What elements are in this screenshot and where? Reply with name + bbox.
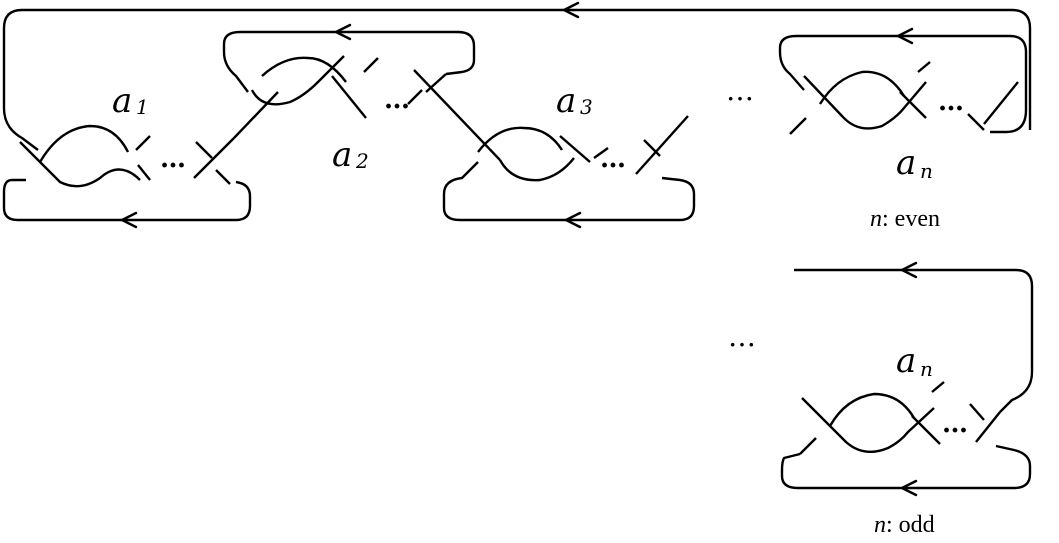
arrow-a2-top <box>333 23 352 41</box>
caption-even-var: n <box>870 206 882 232</box>
label-a1: a 1 <box>112 81 149 121</box>
caption-even-text: : even <box>882 206 940 232</box>
ellipsis-between: … <box>726 74 755 107</box>
an-even-over-arc <box>818 70 906 105</box>
a3-right-under <box>643 139 661 157</box>
a1-over-arc <box>19 141 141 188</box>
label-a3-base: a <box>556 81 576 121</box>
a2-over-arc <box>261 56 347 83</box>
twist-a3 <box>442 115 696 229</box>
a3-under-arc <box>498 157 575 182</box>
a3-right-cross <box>635 115 689 175</box>
an-even-left-stub <box>789 117 807 135</box>
an-odd-top-strand <box>794 268 1034 413</box>
label-a2: a 2 <box>332 135 369 175</box>
arrow-an-odd-bottom <box>899 479 918 497</box>
an-odd-right-cross <box>975 411 1001 443</box>
arrow-an-even-top <box>895 27 914 45</box>
diagram-n-odd: a n … … n: odd <box>728 261 1034 538</box>
arrow-a3-bottom <box>563 211 582 229</box>
label-an-even: a n <box>896 143 933 183</box>
a3-dash <box>593 147 609 159</box>
a2-cross <box>331 75 367 119</box>
twist-a2 <box>222 23 501 161</box>
arrow-top-outer <box>561 1 580 19</box>
a2-under-arc <box>250 55 345 106</box>
a1-to-a2-connector <box>233 91 279 139</box>
outer-top-strand <box>2 8 1032 151</box>
label-a3-sub: 3 <box>580 95 593 119</box>
an-odd-left-stub <box>799 437 817 455</box>
caption-odd-text: : odd <box>886 512 935 538</box>
twist-a1 <box>2 91 279 229</box>
label-an-even-sub: n <box>920 159 933 183</box>
label-a1-base: a <box>112 81 132 121</box>
an-even-cross <box>899 91 927 119</box>
label-a3: a 3 <box>556 81 593 121</box>
label-an-odd-sub: n <box>920 357 933 381</box>
a3-bottom-loop <box>442 161 696 222</box>
a2-long-diagonal <box>413 69 501 161</box>
a1-dash-1 <box>135 135 151 151</box>
arrow-an-odd-top <box>899 261 918 279</box>
twist-an-odd <box>780 381 1032 497</box>
label-a1-sub: 1 <box>136 95 149 119</box>
caption-even: n: even <box>870 206 940 232</box>
ellipsis-odd-left: … <box>728 320 757 353</box>
diagram-n-even: a 1 a 2 a 3 a n … … … … … n: even <box>2 1 1032 232</box>
label-a2-base: a <box>332 135 352 175</box>
a1-under-stub <box>137 164 151 181</box>
an-odd-bottom-loop <box>780 444 1032 490</box>
an-odd-right-under <box>969 403 985 421</box>
an-odd-over-arc <box>828 392 916 427</box>
a2-top-loop <box>222 30 476 93</box>
an-odd-cross <box>911 415 941 445</box>
a2-dash <box>363 57 379 73</box>
a3-over-arc <box>477 126 564 153</box>
a1-right-under-2 <box>215 169 231 185</box>
ellipsis-an-even: … <box>938 87 962 117</box>
an-odd-under-arc <box>801 397 935 454</box>
an-even-dash <box>917 61 931 73</box>
a2-right-under <box>407 89 423 105</box>
label-an-odd-base: a <box>896 341 916 381</box>
an-even-right-under <box>967 113 985 131</box>
caption-odd: n: odd <box>874 512 935 538</box>
a3-cross <box>559 135 591 163</box>
a1-right-cross <box>193 137 235 179</box>
a1-bottom-loop <box>2 178 252 222</box>
twist-an-even <box>778 27 1028 135</box>
an-even-right-cross <box>983 81 1019 125</box>
caption-odd-var: n <box>874 512 886 538</box>
label-an-even-base: a <box>896 143 916 183</box>
a1-under-arc <box>38 124 130 163</box>
label-an-odd: a n <box>896 341 933 381</box>
an-even-top-loop <box>778 34 1028 134</box>
ellipsis-a3: … <box>600 144 624 174</box>
ellipsis-a2: … <box>384 85 408 115</box>
a1-right-under <box>195 141 213 159</box>
a2-right-loop-link <box>425 73 447 93</box>
an-even-under-arc <box>803 75 927 130</box>
label-a2-sub: 2 <box>355 149 369 173</box>
ellipsis-an-odd: … <box>942 409 966 439</box>
arrow-a1-bottom <box>119 211 138 229</box>
an-odd-dash <box>931 381 945 393</box>
ellipsis-a1: … <box>160 144 184 174</box>
